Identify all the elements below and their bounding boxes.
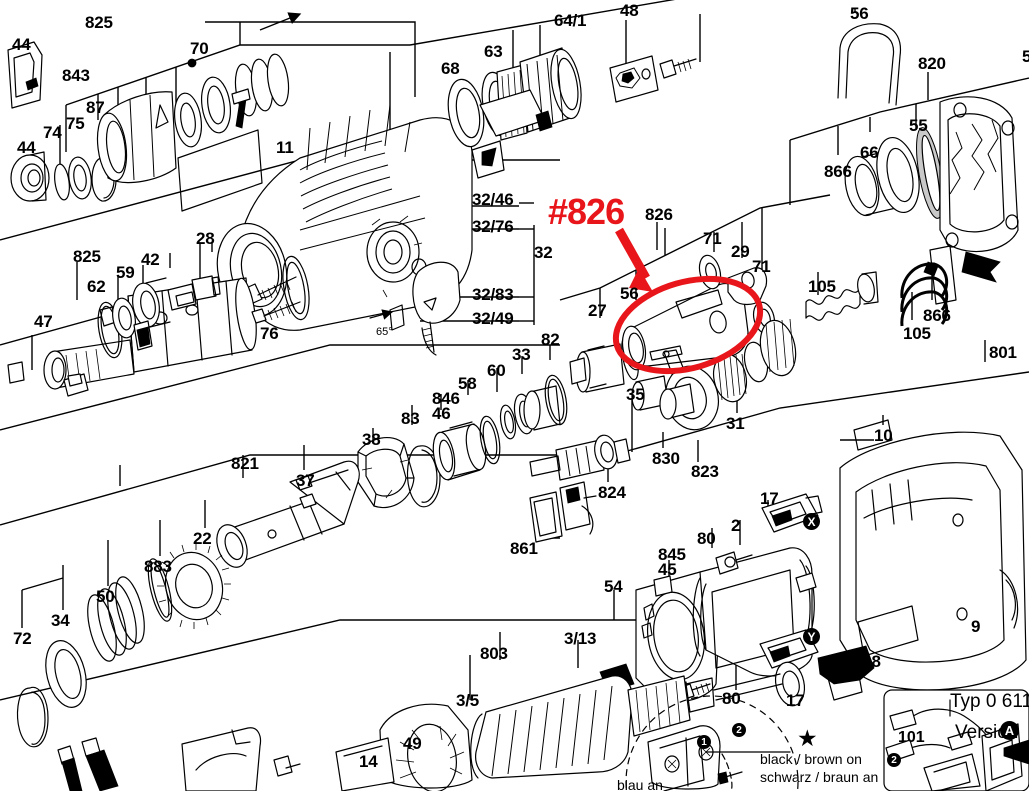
callout-44: 44: [17, 138, 36, 157]
callout-10: 10: [874, 426, 893, 445]
callout-14: 14: [359, 752, 378, 771]
callout-32-49: 32/49: [472, 309, 514, 328]
callout-72: 72: [13, 629, 32, 648]
callout-29: 29: [731, 242, 750, 261]
callout-66: 66: [860, 143, 879, 162]
callout-17: 17: [760, 489, 779, 508]
marker-y: Y: [803, 628, 820, 645]
callout-44: 44: [12, 35, 31, 54]
callout-821: 821: [231, 454, 259, 473]
callout-33: 33: [512, 345, 531, 364]
highlight-part-number: #826: [548, 191, 625, 232]
callout-3-13: 3/13: [564, 629, 597, 648]
callout-50: 50: [96, 587, 115, 606]
callout-824: 824: [598, 483, 626, 502]
marker-x: X: [803, 513, 820, 530]
callout-56: 56: [850, 4, 869, 23]
wiring-terminal-2-badge: 2: [887, 753, 901, 767]
callout-87: 87: [86, 98, 105, 117]
callout-5: 5: [1022, 47, 1029, 66]
callout-883: 883: [144, 557, 172, 576]
legend-version-letter: A: [1000, 721, 1019, 740]
callout-42: 42: [141, 250, 160, 269]
callout-2: 2: [731, 516, 741, 535]
callout-47: 47: [34, 312, 53, 331]
callout-823: 823: [691, 462, 719, 481]
callout-60: 60: [487, 361, 506, 380]
callout-9: 9: [971, 617, 981, 636]
callout-35: 35: [626, 385, 645, 404]
callout-27: 27: [588, 301, 607, 320]
callout-32-46: 32/46: [472, 190, 514, 209]
callout-31: 31: [726, 414, 745, 433]
callout-825: 825: [85, 13, 113, 32]
callout-866: 866: [923, 306, 951, 325]
callout-75: 75: [66, 114, 85, 133]
wiring-note-german: schwarz / braun an: [760, 769, 879, 785]
callout-105: 105: [903, 324, 931, 343]
callout-59: 59: [116, 263, 135, 282]
callout-80: 80: [722, 689, 741, 708]
callout-22: 22: [193, 529, 212, 548]
wiring-note-blue: blau an: [617, 777, 663, 791]
callout-38: 38: [362, 430, 381, 449]
callout-70: 70: [190, 39, 209, 58]
callout-71: 71: [703, 229, 722, 248]
callout-801: 801: [989, 343, 1017, 362]
callout-866: 866: [824, 162, 852, 181]
callout-48: 48: [620, 1, 639, 20]
callout-11: 11: [276, 138, 294, 157]
callout-74: 74: [43, 123, 62, 142]
callout-71: 71: [752, 257, 771, 276]
callout-45: 45: [658, 560, 677, 579]
legend-part-101-label: 101: [898, 729, 925, 746]
callout-55: 55: [909, 116, 928, 135]
callout-808: 808: [853, 652, 881, 671]
callout-32: 32: [534, 243, 553, 262]
callout-54: 54: [604, 577, 623, 596]
callout-62: 62: [87, 277, 106, 296]
callout-826: 826: [645, 205, 673, 224]
callout-3-5: 3/5: [456, 691, 480, 710]
callout-37: 37: [296, 471, 315, 490]
callout-68: 68: [441, 59, 460, 78]
callout-846: 846: [432, 389, 460, 408]
callout-105: 105: [808, 277, 836, 296]
wiring-terminal-2-circle: 2: [732, 723, 746, 737]
callout-28: 28: [196, 229, 215, 248]
callout-32-76: 32/76: [472, 217, 514, 236]
callout-845: 845: [658, 545, 686, 564]
wiring-note-english: black / brown on: [760, 751, 862, 767]
callout-32-83: 32/83: [472, 285, 514, 304]
callout-49: 49: [403, 734, 422, 753]
callout-803: 803: [480, 644, 508, 663]
callout-34: 34: [51, 611, 70, 630]
callout-46: 46: [432, 404, 451, 423]
star-icon: ★: [797, 725, 818, 751]
callout-843: 843: [62, 66, 90, 85]
svg-text:65°: 65°: [376, 326, 393, 338]
callout-820: 820: [918, 54, 946, 73]
callout-76: 76: [260, 324, 279, 343]
callout-56: 56: [620, 284, 639, 303]
callout-830: 830: [652, 449, 680, 468]
callout-82: 82: [541, 330, 560, 349]
legend-type-label: Typ 0 611: [950, 691, 1029, 712]
callout-80: 80: [697, 529, 716, 548]
callout-64-1: 64/1: [554, 11, 587, 30]
callout-861: 861: [510, 539, 538, 558]
callout-58: 58: [458, 374, 477, 393]
callout-825: 825: [73, 247, 101, 266]
wiring-terminal-1-circle: 1: [697, 735, 711, 749]
callout-17: 17: [786, 691, 805, 710]
callout-83: 83: [401, 409, 420, 428]
callout-63: 63: [484, 42, 503, 61]
